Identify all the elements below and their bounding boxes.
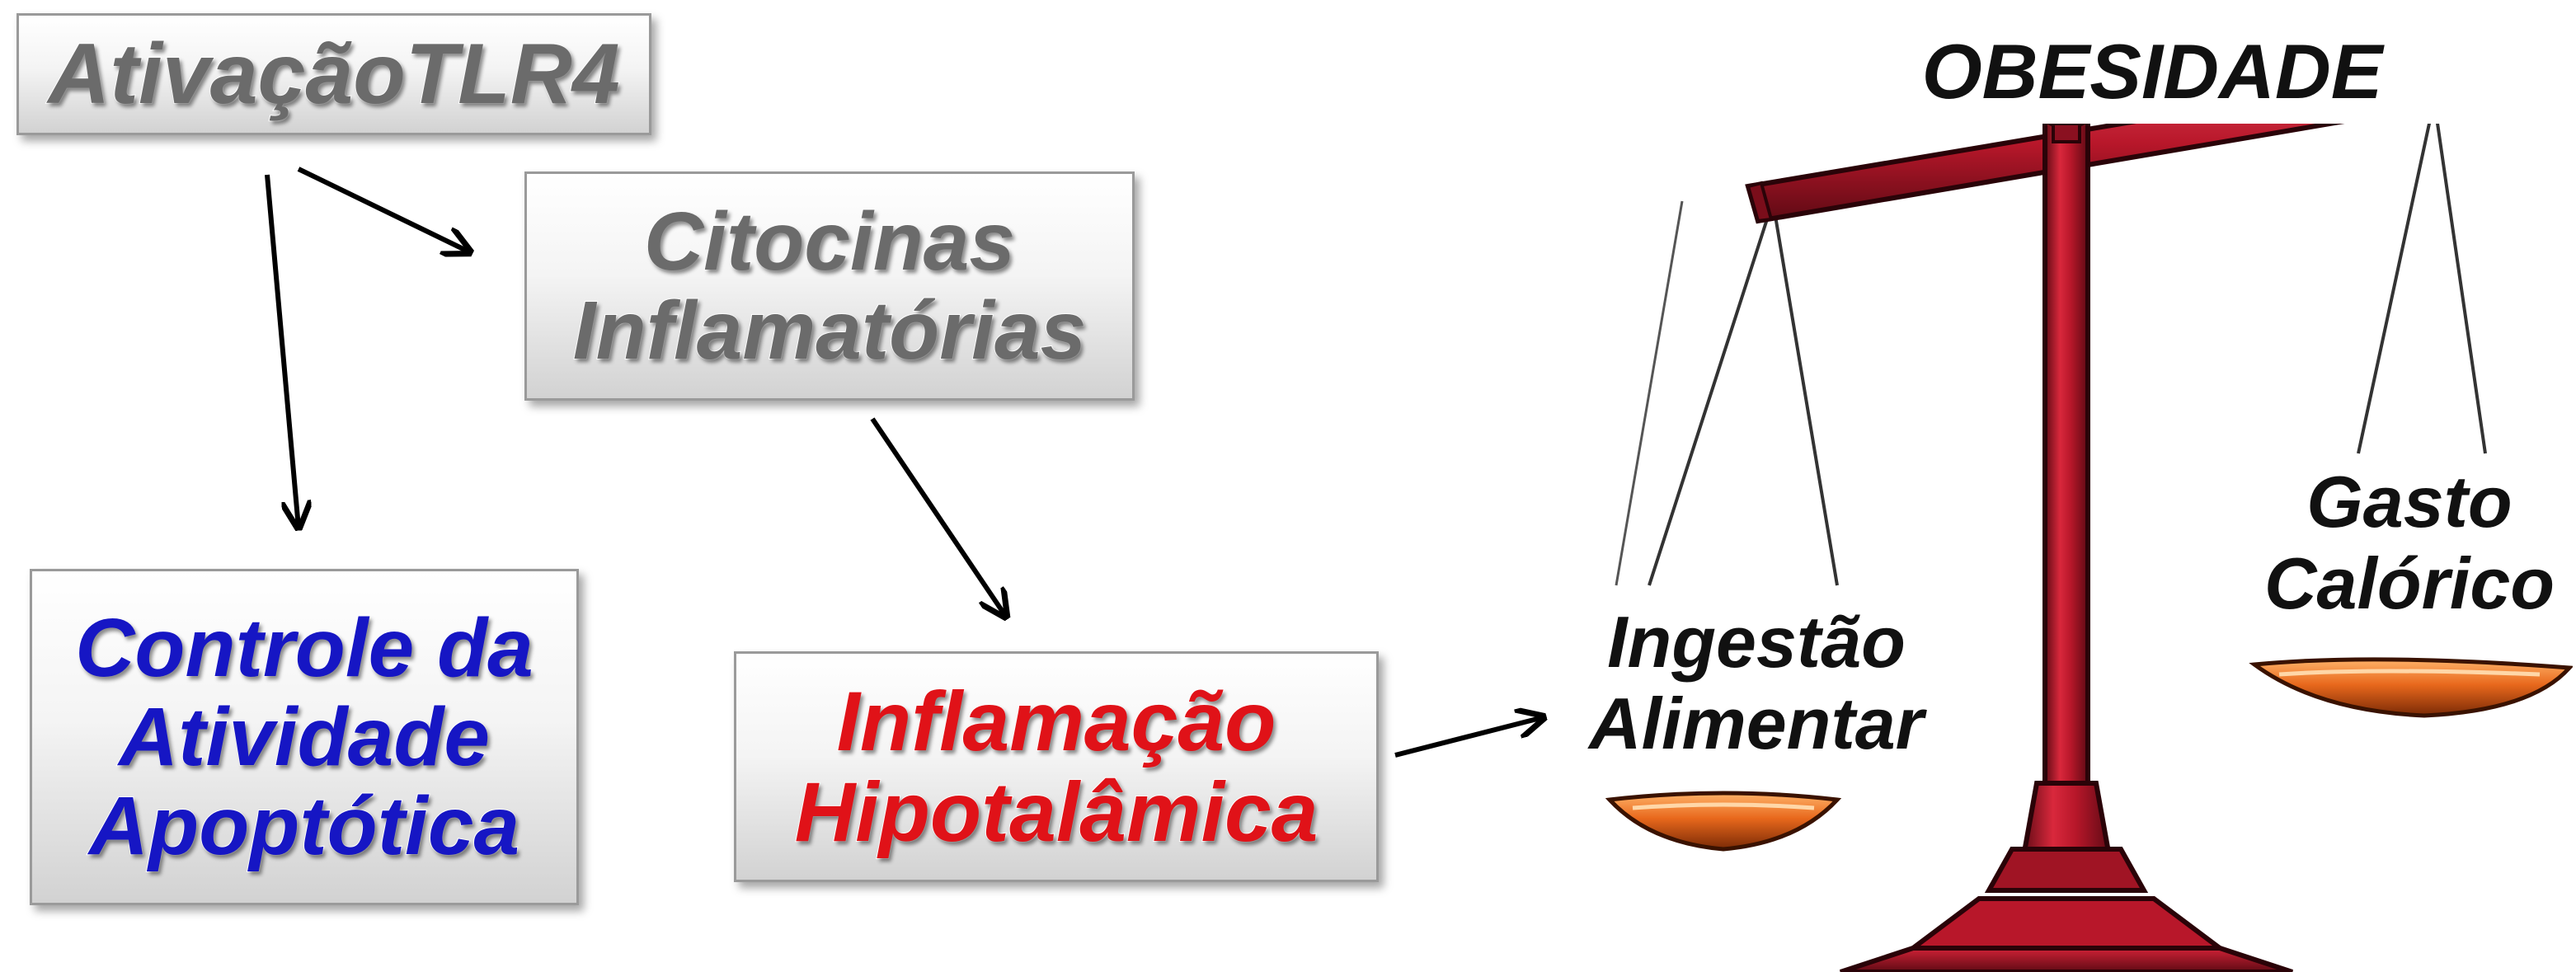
node-inflamacao-line-2: Hipotalâmica [794, 765, 1319, 859]
node-citocinas-line-2: Inflamatórias [572, 284, 1087, 377]
node-citocinas-line-1: Citocinas [643, 195, 1016, 288]
node-ativacao-tlr4-label: AtivaçãoTLR4 [47, 26, 621, 122]
node-controle-line-3: Apoptótica [88, 780, 520, 872]
node-ativacao-tlr4: AtivaçãoTLR4 [16, 13, 651, 135]
node-controle-atividade-apoptotica: Controle da Atividade Apoptótica [30, 569, 579, 905]
left-pan-label-line-1: Ingestão [1607, 601, 1906, 683]
node-controle-line-1: Controle da [74, 602, 534, 694]
right-pan-label: Gasto Calórico [2243, 461, 2576, 624]
balance-scale-icon [1605, 124, 2573, 972]
left-pan-label: Ingestão Alimentar [1550, 601, 1963, 764]
arrow-tlr4-to-citocinas [297, 167, 470, 252]
node-inflamacao-hipotalamica: Inflamação Hipotalâmica [734, 651, 1379, 882]
node-citocinas-inflamatorias: Citocinas Inflamatórias [524, 171, 1135, 401]
right-pan-label-line-2: Calórico [2263, 542, 2555, 624]
arrow-inflamacao-to-ingestao [1394, 717, 1544, 758]
left-pan-label-line-2: Alimentar [1589, 682, 1924, 764]
arrow-tlr4-to-controle [265, 174, 298, 528]
node-controle-line-2: Atividade [118, 691, 491, 783]
node-inflamacao-line-1: Inflamação [836, 674, 1277, 768]
right-pan-label-line-1: Gasto [2306, 461, 2513, 542]
arrow-citocinas-to-inflamacao [870, 417, 1006, 617]
obesidade-title: OBESIDADE [1921, 28, 2383, 115]
